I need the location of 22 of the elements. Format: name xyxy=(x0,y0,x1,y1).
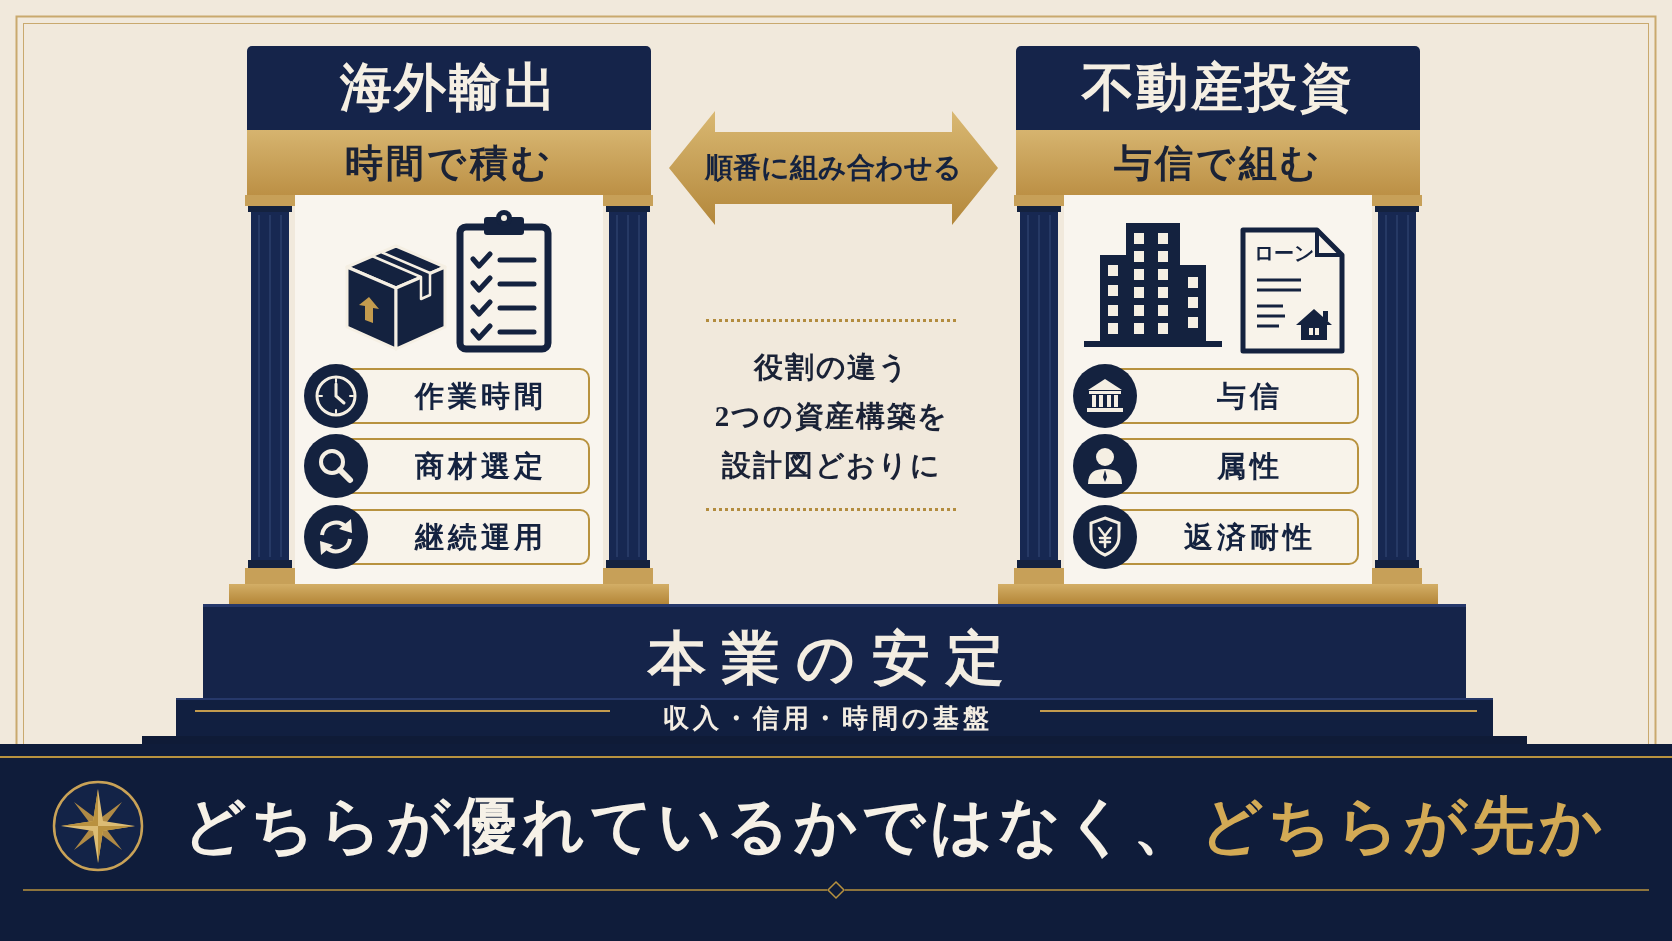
item-label: 与信 xyxy=(1216,381,1284,411)
label-pill xyxy=(1073,364,1359,428)
item-label: 返済耐性 xyxy=(1183,522,1317,552)
double-arrow xyxy=(669,111,998,225)
pillar-title: 不動産投資 xyxy=(1081,62,1355,114)
pedestal-subtitle: 収入・信用・時間の基盤 xyxy=(662,706,993,732)
pillar-title: 海外輸出 xyxy=(339,62,559,114)
pillar-subtitle: 与信で組む xyxy=(1114,143,1322,182)
item-label: 継続運用 xyxy=(414,522,548,552)
document-text: ローン xyxy=(1254,243,1314,263)
center-note: 役割の違う2つの資産構築を設計図どおりに xyxy=(713,350,951,483)
label-pill xyxy=(1073,434,1359,498)
item-label: 属性 xyxy=(1216,451,1284,481)
caption: どちらが優れているかではなく、どちらが先か xyxy=(183,791,1608,862)
label-pill xyxy=(1073,505,1359,569)
label-pill xyxy=(304,434,590,498)
label-pill xyxy=(304,505,590,569)
edge-label: 順番に組み合わせる xyxy=(705,154,962,182)
item-label: 作業時間 xyxy=(414,381,548,411)
label-pill xyxy=(304,364,590,428)
item-label: 商材選定 xyxy=(414,451,548,481)
pillar-subtitle: 時間で積む xyxy=(345,143,553,182)
